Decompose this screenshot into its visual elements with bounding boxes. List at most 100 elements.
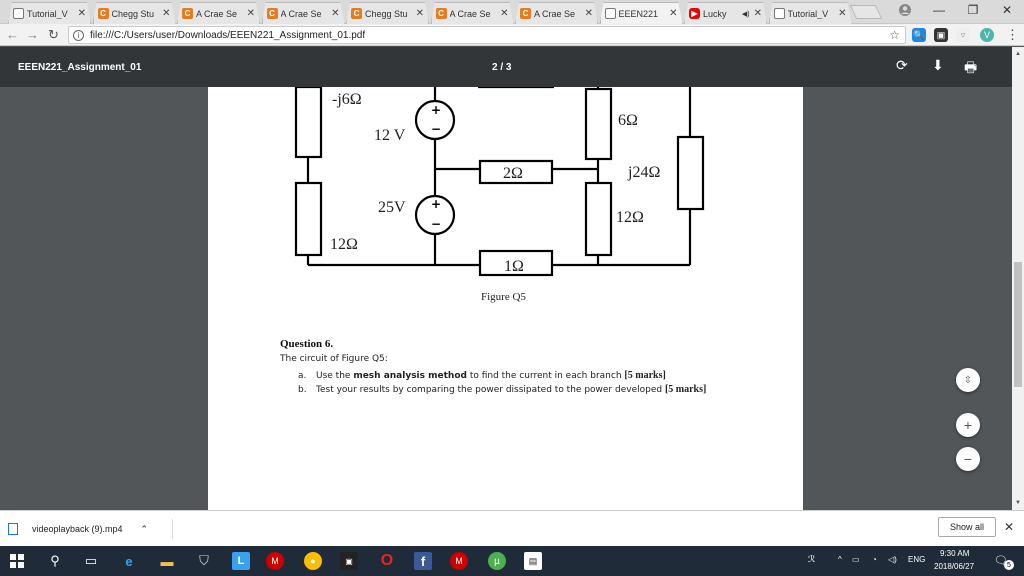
svg-text:+: + bbox=[431, 103, 441, 117]
chrome-icon[interactable]: ● bbox=[304, 552, 322, 570]
scroll-down-icon[interactable]: ▼ bbox=[1015, 500, 1021, 506]
browser-tab[interactable]: Tutorial_V ✕ bbox=[768, 2, 852, 24]
tab-title: Tutorial_V bbox=[787, 8, 829, 19]
item-bold-text: mesh analysis method bbox=[353, 371, 467, 381]
wifi-icon[interactable]: ◔ bbox=[872, 555, 877, 564]
scroll-up-icon[interactable]: ▲ bbox=[1015, 51, 1021, 57]
taskbar: ⚲ ▭ e ▬ ⛉ L M ● ▣ O f M µ ▤ ℛ ^ ▭ ◔ ◁) E… bbox=[0, 546, 1024, 576]
vpn-extension-icon[interactable]: V bbox=[980, 28, 994, 42]
forward-icon[interactable]: → bbox=[26, 27, 39, 42]
facebook-icon[interactable]: f bbox=[414, 552, 432, 570]
file-icon bbox=[8, 523, 18, 535]
minimize-button[interactable]: — bbox=[933, 3, 945, 17]
pdf-page: + − + − -j6Ω 12 V 6Ω 2Ω j24Ω 25V 12Ω 12Ω… bbox=[208, 87, 803, 510]
show-all-button[interactable]: Show all bbox=[938, 517, 996, 537]
question-item: a.Use the mesh analysis method to find t… bbox=[298, 370, 666, 381]
mcafee-icon-2[interactable]: M bbox=[450, 552, 468, 570]
close-tab-icon[interactable]: ✕ bbox=[331, 8, 340, 19]
new-tab-button[interactable] bbox=[849, 5, 883, 19]
close-tab-icon[interactable]: ✕ bbox=[753, 8, 762, 19]
menu-icon[interactable]: ⋮ bbox=[1006, 27, 1019, 42]
chegg-icon: C bbox=[351, 8, 362, 19]
extension-icon-2[interactable]: ▿ bbox=[956, 28, 970, 42]
close-tab-icon[interactable]: ✕ bbox=[669, 8, 678, 19]
tab-title: A Crae Se bbox=[196, 8, 238, 19]
item-text: Test your results by comparing the power… bbox=[316, 385, 665, 395]
chegg-icon: C bbox=[182, 8, 193, 19]
utorrent-icon[interactable]: µ bbox=[488, 552, 506, 570]
info-icon[interactable]: i bbox=[73, 29, 84, 41]
edge-icon[interactable]: e bbox=[125, 553, 133, 569]
app-icon[interactable]: ▣ bbox=[340, 552, 358, 570]
pdf-toolbar: EEEN221_Assignment_01 2 / 3 ⟳ ⬇ 🖶 bbox=[0, 47, 1024, 87]
pdf-viewer: + − + − -j6Ω 12 V 6Ω 2Ω j24Ω 25V 12Ω 12Ω… bbox=[0, 87, 1012, 510]
resistor-1 bbox=[478, 249, 554, 277]
close-tab-icon[interactable]: ✕ bbox=[77, 8, 86, 19]
print-icon[interactable]: 🖶 bbox=[964, 59, 978, 75]
item-text: Use the bbox=[316, 371, 354, 381]
resistor-12-right bbox=[584, 181, 613, 257]
inductor-j24 bbox=[676, 135, 705, 211]
vertical-scrollbar[interactable]: ▲ ▼ bbox=[1012, 47, 1024, 510]
app-l-icon[interactable]: L bbox=[232, 552, 250, 570]
close-tab-icon[interactable]: ✕ bbox=[500, 8, 509, 19]
extension-icon[interactable]: ▣ bbox=[934, 28, 948, 42]
notification-badge: 5 bbox=[1004, 560, 1014, 570]
label-12-left: 12Ω bbox=[330, 236, 358, 253]
task-view-icon[interactable]: ▭ bbox=[84, 553, 98, 568]
close-download-bar-icon[interactable]: ✕ bbox=[1004, 520, 1015, 534]
browser-tab[interactable]: Tutorial_V✕ bbox=[8, 2, 91, 24]
people-icon[interactable]: ℛ bbox=[808, 554, 816, 564]
browser-tab[interactable]: ▶Lucky◀)✕ bbox=[684, 2, 767, 24]
audio-playing-icon[interactable]: ◀) bbox=[741, 10, 750, 18]
close-tab-icon[interactable]: ✕ bbox=[162, 8, 171, 19]
browser-tab[interactable]: EEEN221 ✕ bbox=[599, 2, 683, 24]
store-icon[interactable]: ⛉ bbox=[199, 553, 209, 568]
question-intro: The circuit of Figure Q5: bbox=[280, 354, 388, 364]
circuit-diagram: + − + − -j6Ω 12 V 6Ω 2Ω j24Ω 25V 12Ω 12Ω… bbox=[294, 87, 705, 303]
reload-icon[interactable]: ↻ bbox=[48, 27, 59, 42]
clock-time[interactable]: 9:30 AM bbox=[940, 549, 970, 558]
tab-title: Chegg Stu bbox=[365, 8, 408, 19]
battery-icon[interactable]: ▭ bbox=[852, 555, 860, 564]
maximize-button[interactable]: ❐ bbox=[967, 3, 979, 17]
download-item[interactable]: videoplayback (9).mp4 ⌃ bbox=[8, 519, 173, 539]
url-input[interactable]: i file:///C:/Users/user/Downloads/EEEN22… bbox=[68, 26, 906, 44]
search-icon[interactable]: ⚲ bbox=[50, 553, 60, 568]
zoom-out-button[interactable]: − bbox=[956, 447, 980, 471]
chevron-up-icon[interactable]: ⌃ bbox=[140, 523, 149, 534]
profile-icon[interactable] bbox=[888, 0, 922, 20]
close-tab-icon[interactable]: ✕ bbox=[838, 8, 847, 19]
language-indicator[interactable]: ENG bbox=[908, 555, 926, 564]
close-tab-icon[interactable]: ✕ bbox=[584, 8, 593, 19]
tab-title: EEEN221 bbox=[618, 8, 659, 19]
windows-start-icon[interactable] bbox=[8, 552, 26, 570]
close-tab-icon[interactable]: ✕ bbox=[415, 8, 424, 19]
clock-date[interactable]: 2018/06/27 bbox=[934, 562, 975, 571]
rotate-icon[interactable]: ⟳ bbox=[896, 57, 908, 73]
close-tab-icon[interactable]: ✕ bbox=[246, 8, 255, 19]
back-icon[interactable]: ← bbox=[6, 27, 19, 42]
mcafee-icon[interactable]: M bbox=[266, 552, 284, 570]
resistor-6 bbox=[584, 87, 613, 161]
fit-page-icon[interactable]: ⇳ bbox=[956, 368, 980, 392]
download-icon[interactable]: ⬇ bbox=[932, 57, 944, 73]
resistor-12-left bbox=[294, 181, 323, 257]
search-extension-icon[interactable]: 🔍 bbox=[912, 28, 926, 42]
zoom-in-button[interactable]: + bbox=[956, 413, 980, 437]
tab-title: A Crae Se bbox=[449, 8, 491, 19]
volume-icon[interactable]: ◁) bbox=[888, 555, 897, 564]
tray-chevron-icon[interactable]: ^ bbox=[838, 555, 842, 564]
scrollbar-thumb[interactable] bbox=[1014, 262, 1022, 387]
video-app-icon[interactable]: ▤ bbox=[524, 552, 542, 570]
opera-icon[interactable]: O bbox=[380, 552, 394, 569]
bookmark-star-icon[interactable]: ☆ bbox=[889, 28, 900, 42]
close-window-button[interactable]: ✕ bbox=[1001, 3, 1013, 17]
file-explorer-icon[interactable]: ▬ bbox=[160, 553, 174, 569]
